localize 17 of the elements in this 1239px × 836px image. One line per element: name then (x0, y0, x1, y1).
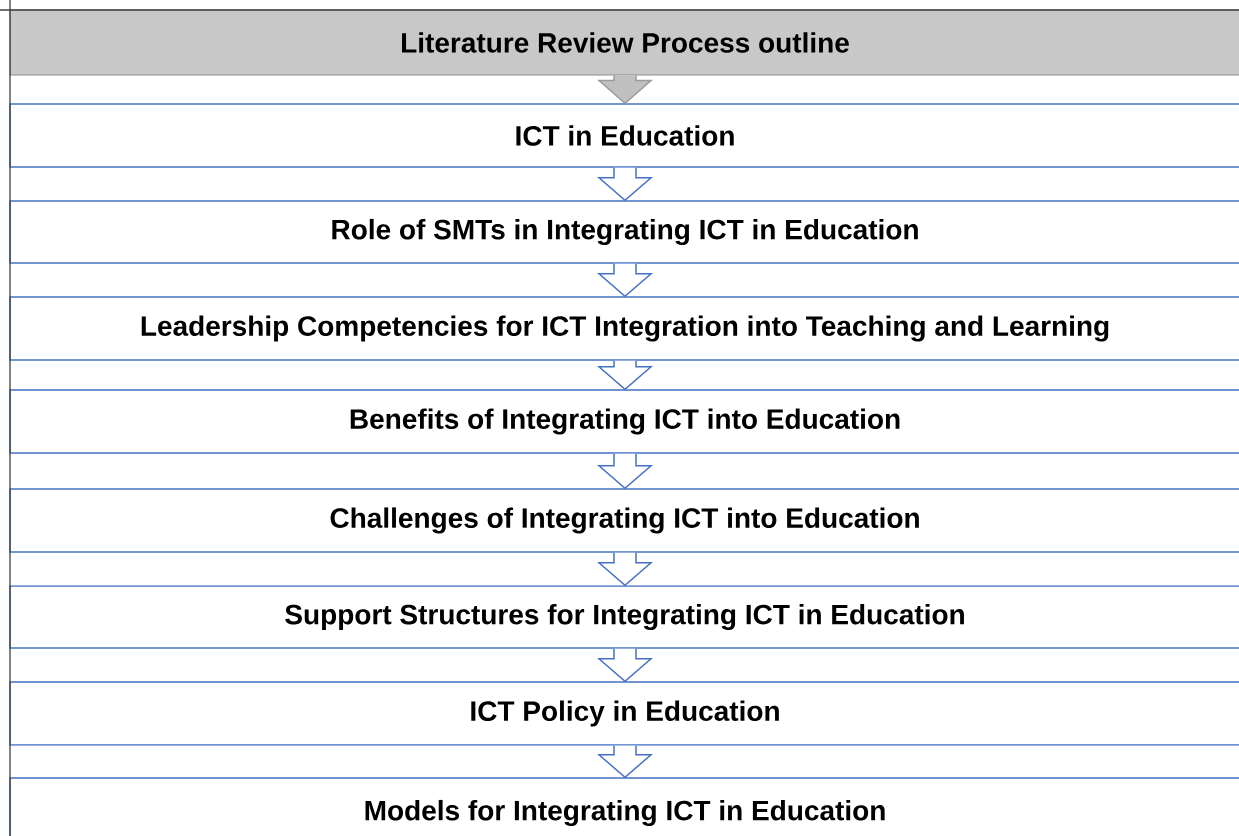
process-band: Leadership Competencies for ICT Integration into Teaching and Learning (9, 296, 1239, 361)
block-arrow (597, 745, 654, 779)
process-band: Models for Integrating ICT in Education (9, 777, 1239, 836)
block-arrow (597, 453, 654, 490)
process-band: ICT in Education (9, 103, 1239, 168)
process-band: Benefits of Integrating ICT into Education (9, 389, 1239, 454)
header-band: Literature Review Process outline (9, 9, 1239, 76)
block-arrow (597, 263, 654, 298)
process-band: Support Structures for Integrating ICT in Education (9, 585, 1239, 649)
process-band: ICT Policy in Education (9, 681, 1239, 746)
block-arrow (597, 648, 654, 683)
block-arrow (597, 360, 654, 391)
block-arrow (597, 167, 654, 202)
process-band: Role of SMTs in Integrating ICT in Education (9, 200, 1239, 264)
process-band: Challenges of Integrating ICT into Education (9, 488, 1239, 553)
block-arrow (597, 552, 654, 587)
block-arrow (597, 74, 653, 105)
